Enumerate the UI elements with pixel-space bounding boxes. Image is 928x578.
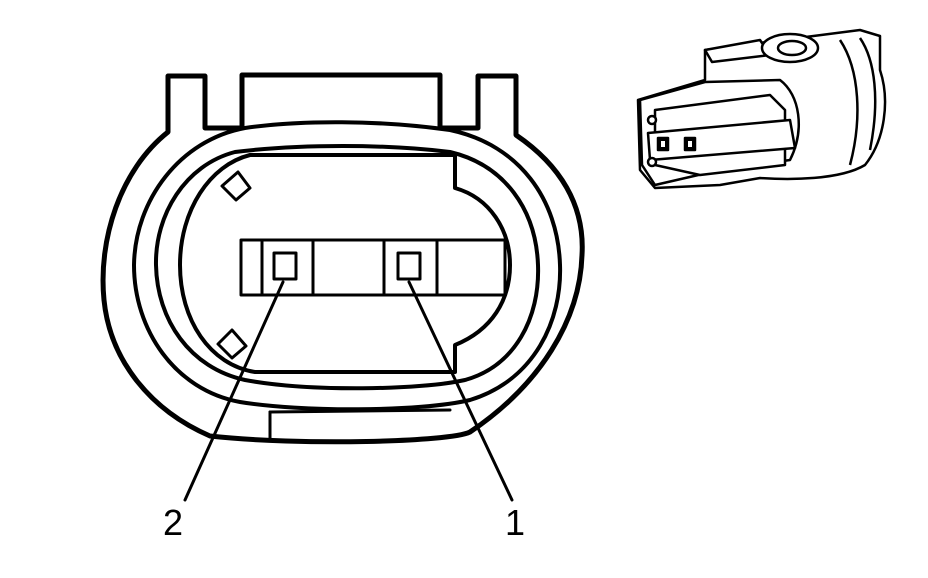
iso-terminal-2-hole — [688, 141, 692, 147]
leader-line-2 — [183, 280, 285, 502]
terminal-cavity-2 — [272, 251, 298, 281]
connector-iso-view — [636, 28, 887, 190]
iso-latch-hole — [776, 39, 808, 57]
leader-line-1 — [407, 280, 514, 502]
callout-label-2: 2 — [163, 502, 183, 543]
iso-terminal-1-hole — [661, 141, 665, 147]
connector-housing-outline — [100, 72, 585, 445]
housing-bottom-ledge — [268, 408, 452, 414]
latch-key-bottom — [216, 328, 248, 360]
callout-label-1: 1 — [505, 502, 525, 543]
connector-seal-ring — [153, 144, 541, 391]
iso-rib-1 — [858, 37, 877, 151]
latch-key-top — [220, 170, 252, 202]
terminal-cavity-1 — [396, 251, 422, 281]
connector-inner-ring — [132, 120, 563, 412]
iso-rib-2 — [838, 39, 859, 166]
terminal-block — [239, 238, 507, 297]
iso-key-bottom — [646, 156, 658, 168]
connector-cavity — [178, 153, 512, 374]
iso-key-top — [646, 114, 658, 126]
